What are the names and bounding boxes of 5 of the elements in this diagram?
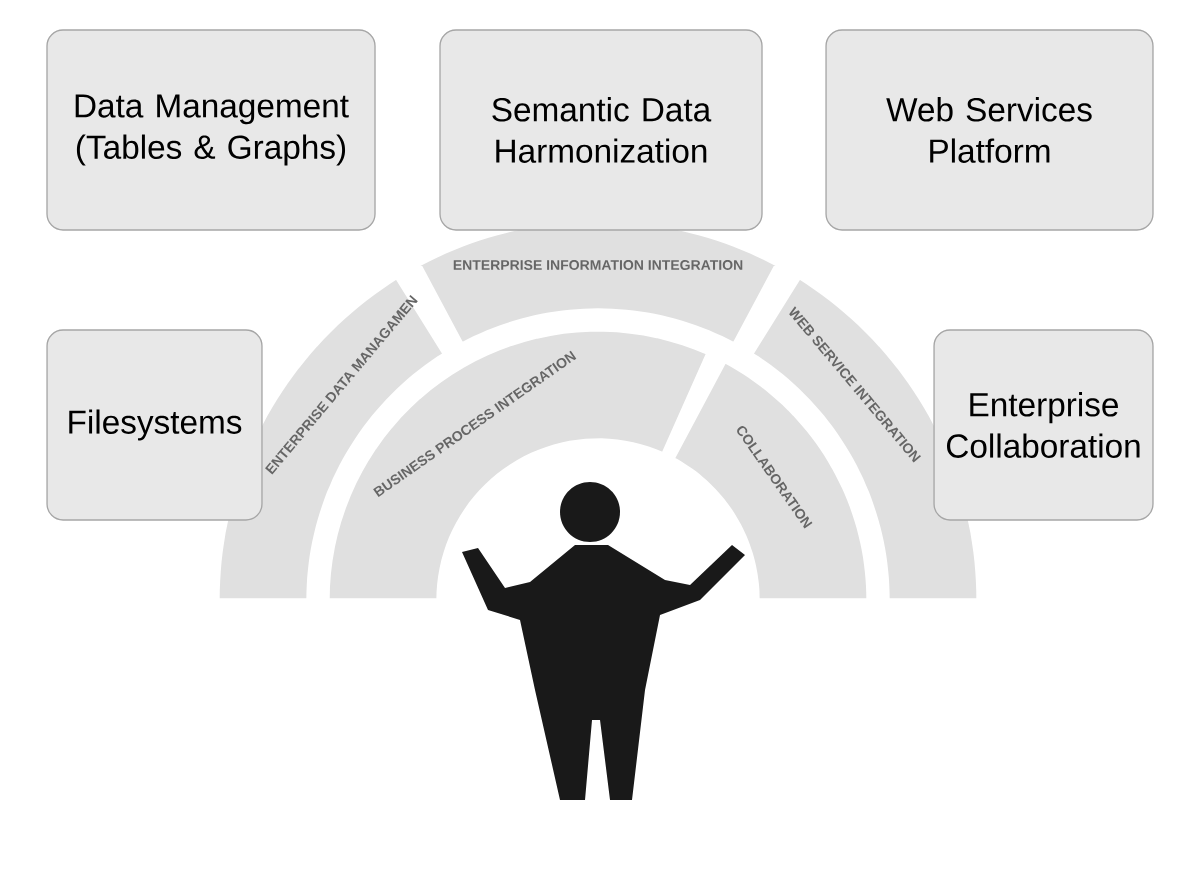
- rounded-box: Filesystems: [46, 329, 263, 521]
- rounded-box: Data Management (Tables & Graphs): [46, 29, 376, 231]
- rounded-box: Enterprise Collaboration: [933, 329, 1154, 521]
- rounded-box: Semantic Data Harmonization: [439, 29, 763, 231]
- rounded-box: Web Services Platform: [825, 29, 1154, 231]
